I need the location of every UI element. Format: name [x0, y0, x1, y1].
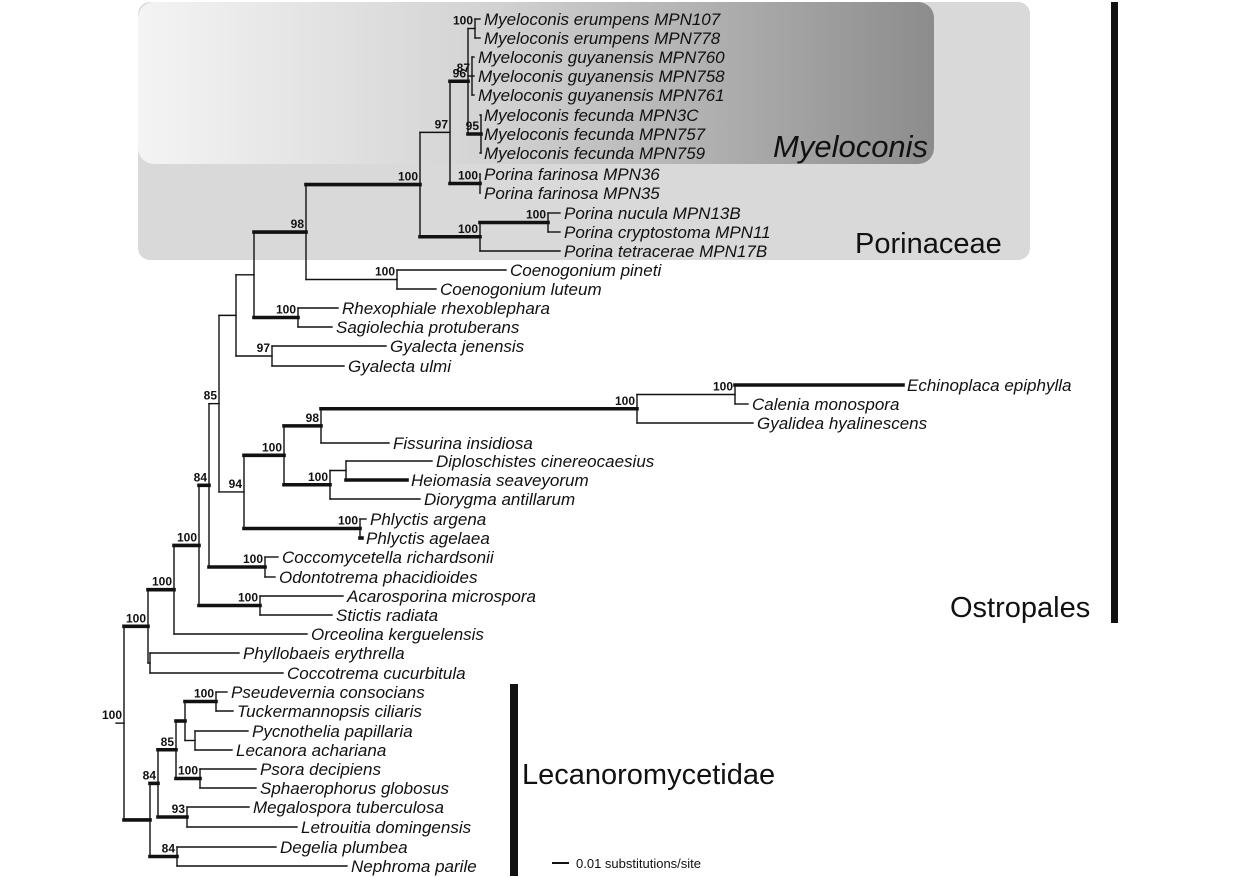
taxon-label: Psora decipiens — [260, 760, 381, 779]
support-value: 100 — [338, 514, 358, 528]
support-value: 97 — [257, 341, 271, 355]
taxon-label: Myeloconis fecunda MPN3C — [484, 106, 699, 125]
support-value: 100 — [276, 303, 296, 317]
support-value: 100 — [615, 394, 635, 408]
taxon-label: Porina nucula MPN13B — [564, 204, 741, 223]
taxon-label: Phlyctis argena — [370, 510, 486, 529]
taxon-label: Gyalecta ulmi — [348, 357, 452, 376]
taxon-label: Diploschistes cinereocaesius — [436, 452, 655, 471]
taxon-label: Gyalidea hyalinescens — [757, 414, 928, 433]
taxon-label: Letrouitia domingensis — [301, 818, 472, 837]
ostropales-bar — [1111, 2, 1118, 623]
taxon-label: Coccomycetella richardsonii — [282, 548, 495, 567]
scale-bar-label: 0.01 substitutions/site — [576, 856, 701, 871]
myeloconis-shading — [138, 2, 934, 164]
lecanoromycetidae-label: Lecanoromycetidae — [522, 759, 775, 791]
taxon-label: Megalospora tuberculosa — [253, 798, 444, 817]
taxon-label: Myeloconis fecunda MPN757 — [484, 125, 706, 144]
support-value: 100 — [526, 208, 546, 222]
taxon-label: Coenogonium luteum — [440, 280, 602, 299]
myeloconis-label: Myeloconis — [773, 129, 928, 164]
taxon-label: Myeloconis erumpens MPN107 — [484, 10, 721, 29]
taxon-label: Coenogonium pineti — [510, 261, 662, 280]
support-value: 100 — [262, 440, 282, 454]
tree-branches — [115, 18, 905, 867]
taxon-label: Fissurina insidiosa — [393, 434, 533, 453]
support-value: 100 — [308, 470, 328, 484]
taxon-label: Rhexophiale rhexoblephara — [342, 299, 550, 318]
taxon-label: Stictis radiata — [336, 606, 438, 625]
support-value: 100 — [713, 380, 733, 394]
taxon-label: Orceolina kerguelensis — [311, 625, 484, 644]
support-value: 97 — [435, 117, 449, 131]
support-value: 100 — [178, 764, 198, 778]
support-value: 100 — [126, 611, 146, 625]
taxon-label: Porina tetracerae MPN17B — [564, 242, 767, 261]
support-value: 87 — [457, 61, 471, 75]
support-value: 100 — [458, 169, 478, 183]
support-value: 100 — [375, 265, 395, 279]
taxon-label: Tuckermannopsis ciliaris — [237, 702, 422, 721]
taxon-label: Coccotrema cucurbitula — [287, 664, 466, 683]
support-value: 98 — [291, 217, 305, 231]
support-value: 85 — [161, 735, 175, 749]
support-value: 100 — [152, 575, 172, 589]
ostropales-label: Ostropales — [950, 592, 1090, 624]
taxon-label: Myeloconis erumpens MPN778 — [484, 29, 721, 48]
taxon-label: Acarosporina microspora — [346, 587, 536, 606]
support-values: 100 87 95 96 100 97 100 100 100 100 98 100 97 100 100 9… — [102, 14, 733, 856]
support-value: 100 — [453, 14, 473, 28]
support-value: 100 — [458, 222, 478, 236]
support-value: 100 — [194, 687, 214, 701]
support-value: 85 — [204, 389, 218, 403]
support-value: 93 — [172, 802, 186, 816]
taxon-label: Heiomasia seaveyorum — [411, 471, 589, 490]
support-value: 95 — [466, 119, 480, 133]
taxon-label: Pycnothelia papillaria — [252, 722, 413, 741]
support-value: 100 — [102, 708, 122, 722]
taxon-label: Porina farinosa MPN36 — [484, 165, 660, 184]
lecanoromycetidae-bar — [510, 684, 518, 876]
taxon-label: Phyllobaeis erythrella — [243, 644, 405, 663]
taxon-label: Myeloconis fecunda MPN759 — [484, 144, 706, 163]
taxon-label: Nephroma parile — [351, 857, 477, 876]
taxon-label: Myeloconis guyanensis MPN758 — [478, 67, 725, 86]
taxon-label: Calenia monospora — [752, 395, 899, 414]
support-value: 84 — [143, 768, 157, 782]
support-value: 98 — [306, 411, 320, 425]
support-value: 94 — [229, 477, 243, 491]
taxon-label: Diorygma antillarum — [424, 490, 575, 509]
support-value: 100 — [177, 530, 197, 544]
support-value: 84 — [162, 842, 176, 856]
support-value: 96 — [453, 66, 467, 80]
taxon-label: Sagiolechia protuberans — [336, 318, 520, 337]
taxon-label: Myeloconis guyanensis MPN760 — [478, 48, 725, 67]
support-value: 100 — [398, 170, 418, 184]
taxon-label: Sphaerophorus globosus — [260, 779, 450, 798]
taxon-label: Phlyctis agelaea — [366, 529, 490, 548]
taxon-label: Echinoplaca epiphylla — [907, 376, 1071, 395]
porinaceae-label: Porinaceae — [855, 228, 1002, 260]
taxon-label: Porina cryptostoma MPN11 — [564, 223, 771, 242]
taxon-label: Degelia plumbea — [280, 838, 408, 857]
support-value: 100 — [238, 591, 258, 605]
taxon-label: Gyalecta jenensis — [390, 337, 525, 356]
taxon-label: Porina farinosa MPN35 — [484, 184, 660, 203]
taxon-label: Odontotrema phacidioides — [279, 568, 478, 587]
taxon-label: Lecanora achariana — [236, 741, 386, 760]
taxon-label: Myeloconis guyanensis MPN761 — [478, 86, 725, 105]
support-value: 100 — [243, 552, 263, 566]
taxon-label: Pseudevernia consocians — [231, 683, 425, 702]
support-value: 84 — [194, 470, 208, 484]
